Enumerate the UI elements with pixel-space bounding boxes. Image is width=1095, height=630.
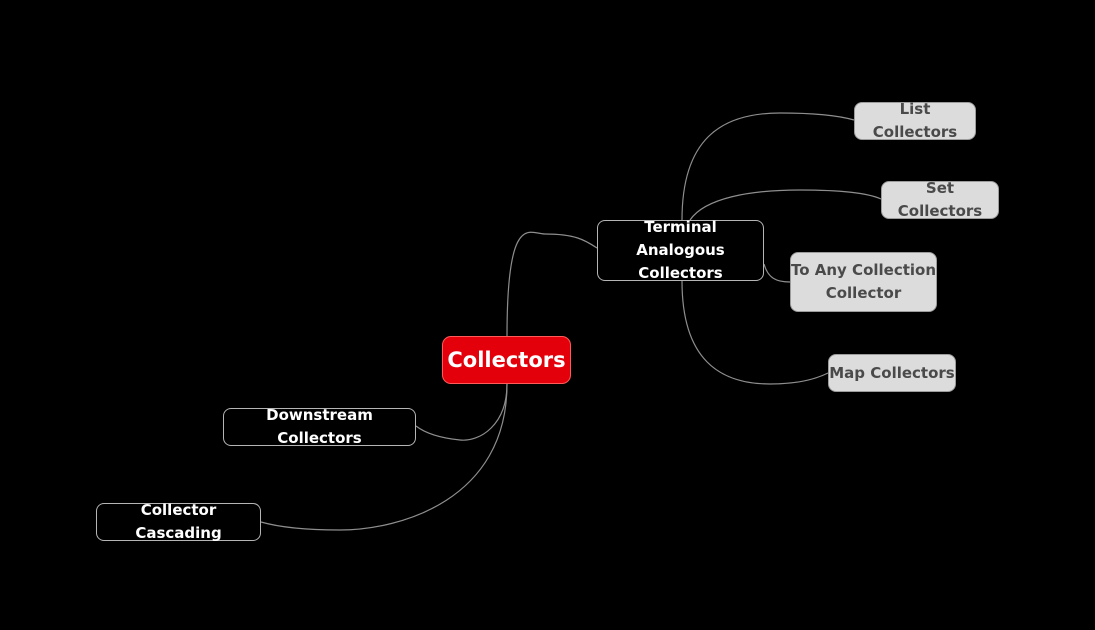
connector-root-downstream — [415, 383, 508, 441]
leaf-node-to-any-collection-collector[interactable]: To Any Collection Collector — [790, 252, 937, 312]
connector-root-cascading — [260, 383, 508, 531]
branch-node-downstream-collectors[interactable]: Downstream Collectors — [223, 406, 416, 447]
leaf-node-map-collectors[interactable]: Map Collectors — [828, 354, 956, 392]
connector-terminal-set — [689, 189, 882, 221]
branch-node-label: Downstream Collectors — [266, 406, 373, 447]
connector-terminal-map — [681, 280, 829, 385]
branch-node-collector-cascading[interactable]: Collector Cascading — [96, 501, 261, 542]
branch-node-label: Collector Cascading — [135, 501, 222, 542]
leaf-node-set-collectors[interactable]: Set Collectors — [881, 179, 999, 220]
branch-node-label-line1: Terminal Analogous — [636, 218, 725, 259]
root-node-label: Collectors — [447, 347, 566, 372]
connector-root-terminal — [506, 231, 598, 337]
leaf-node-list-collectors[interactable]: List Collectors — [854, 100, 976, 141]
connector-terminal-any-collection — [763, 263, 791, 283]
leaf-node-label: Map Collectors — [829, 363, 955, 382]
branch-node-label-line2: Collectors — [638, 264, 723, 282]
connector-terminal-list — [681, 112, 855, 221]
root-node-collectors[interactable]: Collectors — [442, 336, 571, 384]
leaf-node-label-line2: Collector — [825, 284, 902, 302]
leaf-node-label: Set Collectors — [897, 179, 983, 220]
branch-node-terminal-analogous-collectors[interactable]: Terminal Analogous Collectors — [597, 218, 764, 282]
leaf-node-label-line1: To Any Collection — [791, 261, 937, 279]
leaf-node-label: List Collectors — [872, 100, 958, 141]
